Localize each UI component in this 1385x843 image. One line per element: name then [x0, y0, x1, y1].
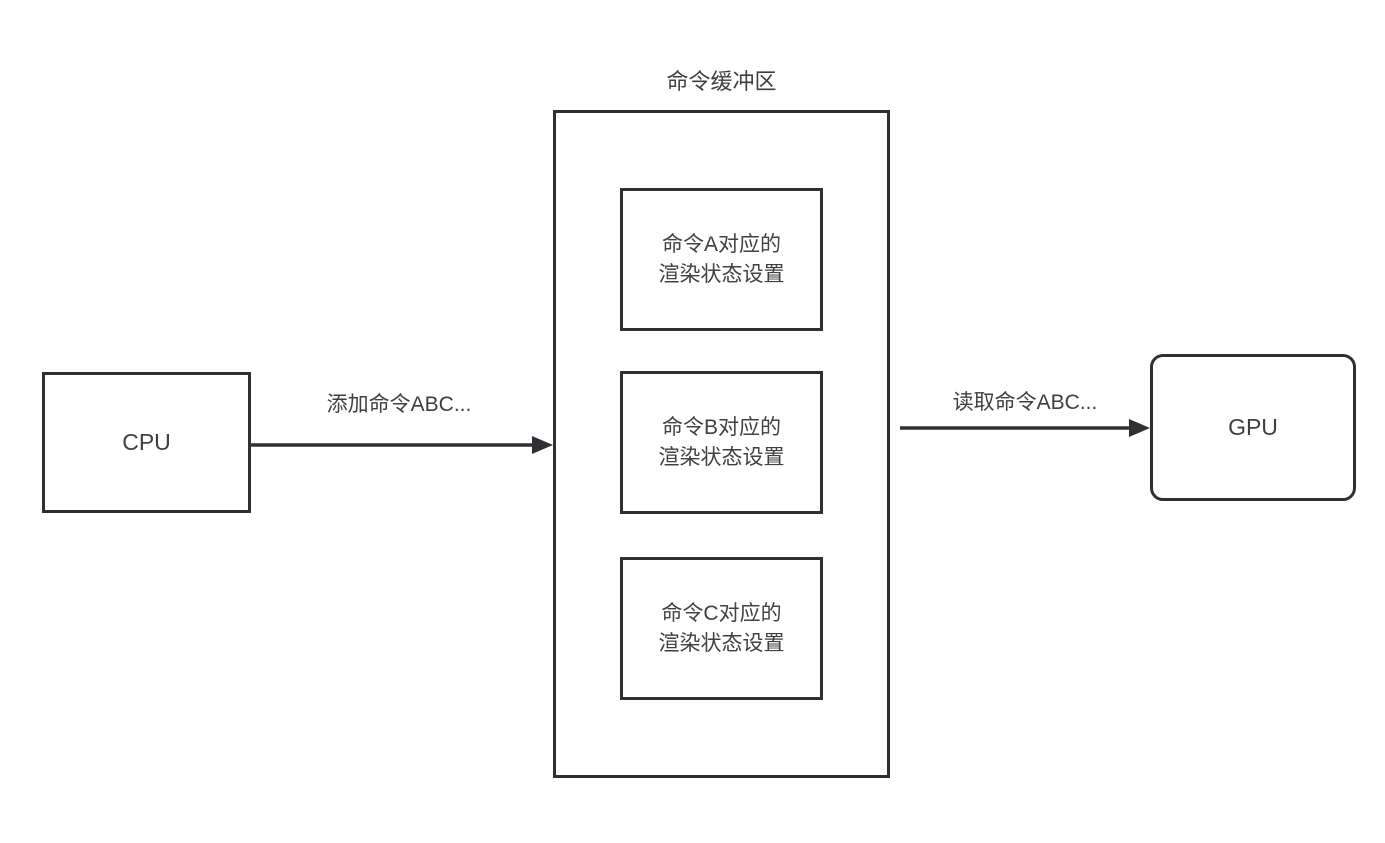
arrow-cpu-to-buffer — [251, 436, 553, 454]
command-box-a[interactable]: 命令A对应的 渲染状态设置 — [620, 188, 823, 331]
arrowhead-icon — [1129, 419, 1150, 437]
node-gpu-label: GPU — [1228, 413, 1278, 440]
node-cpu[interactable]: CPU — [42, 372, 251, 513]
edge-label-add-command: 添加命令ABC... — [326, 393, 472, 416]
command-box-c-line2: 渲染状态设置 — [658, 631, 785, 655]
command-box-b-line1: 命令B对应的 — [661, 415, 781, 439]
buffer-title: 命令缓冲区 — [666, 69, 777, 94]
command-box-b-label: 命令B对应的 渲染状态设置 — [659, 413, 785, 473]
command-box-a-label: 命令A对应的 渲染状态设置 — [659, 230, 785, 290]
arrow-buffer-to-gpu — [900, 419, 1150, 437]
command-box-c-label: 命令C对应的 渲染状态设置 — [659, 599, 785, 659]
command-box-a-line2: 渲染状态设置 — [658, 262, 785, 286]
command-box-b-line2: 渲染状态设置 — [658, 445, 785, 469]
command-box-b[interactable]: 命令B对应的 渲染状态设置 — [620, 371, 823, 514]
arrowhead-icon — [532, 436, 553, 454]
command-box-c[interactable]: 命令C对应的 渲染状态设置 — [620, 557, 823, 700]
node-cpu-label: CPU — [122, 428, 171, 455]
command-box-a-line1: 命令A对应的 — [661, 232, 781, 256]
edge-label-read-command: 读取命令ABC... — [952, 391, 1098, 414]
command-box-c-line1: 命令C对应的 — [661, 601, 782, 625]
node-gpu[interactable]: GPU — [1150, 354, 1356, 501]
